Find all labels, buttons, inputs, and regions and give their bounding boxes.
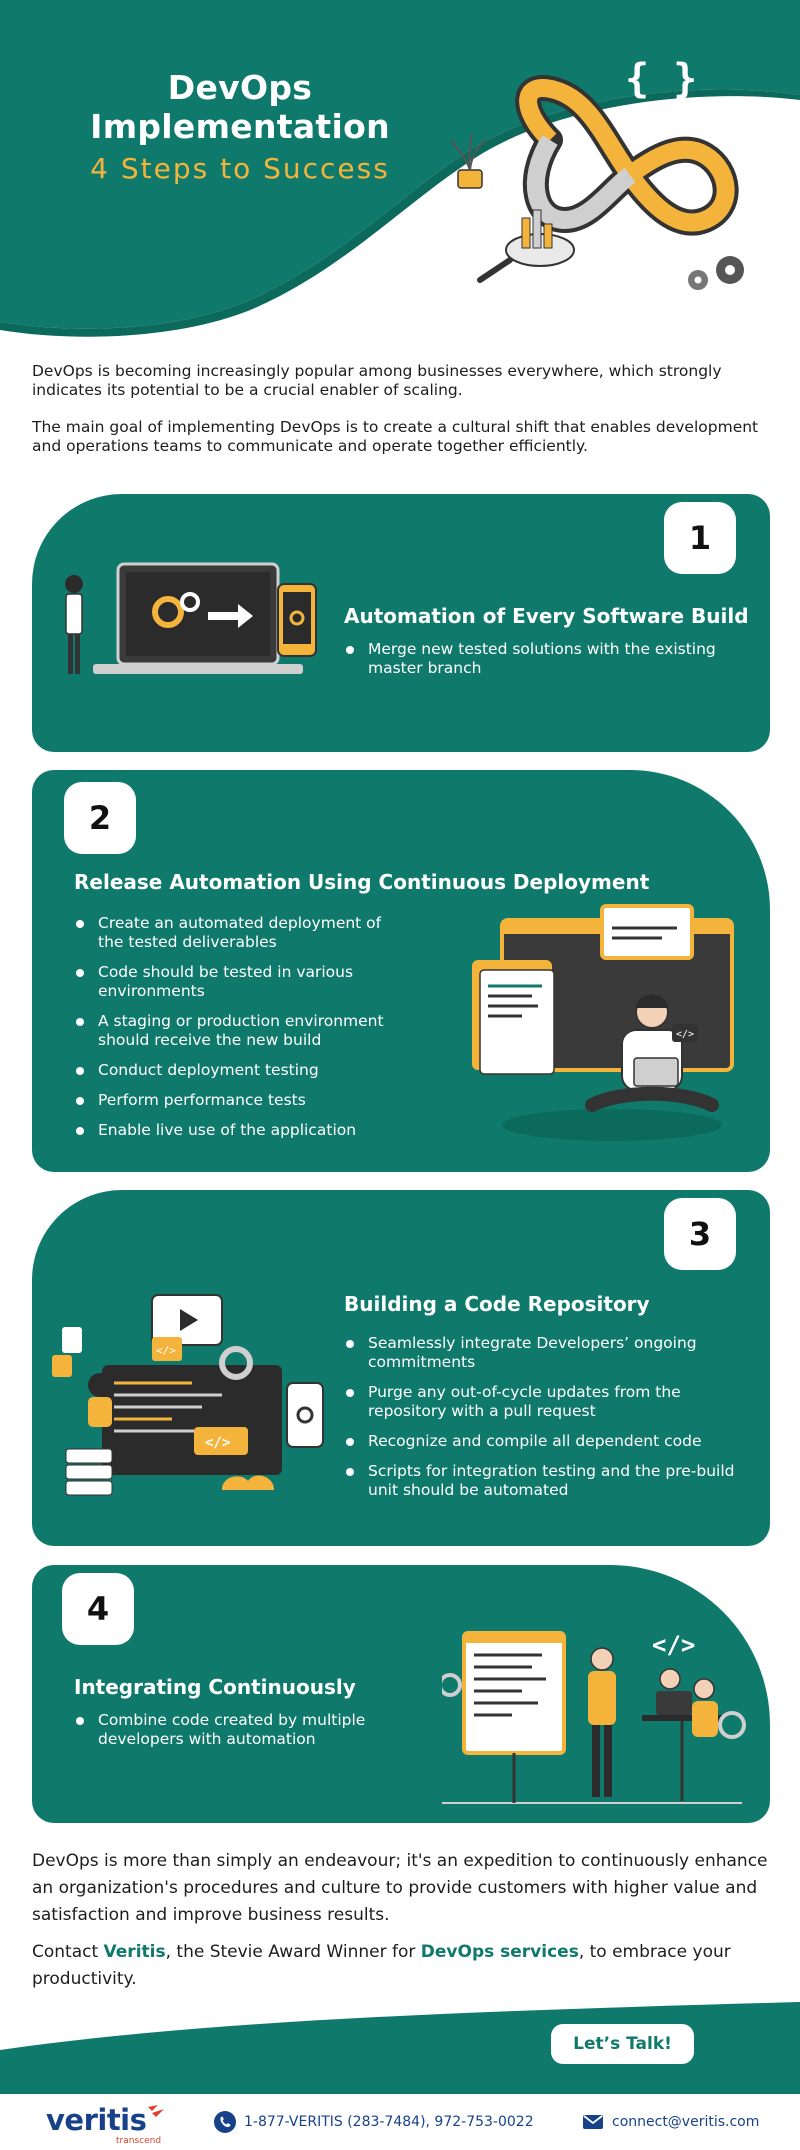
developer-deployment-illustration: </> bbox=[472, 904, 734, 1141]
step-title: Release Automation Using Continuous Depl… bbox=[74, 870, 650, 894]
logo-accent-icon bbox=[148, 2105, 164, 2117]
svg-text:{ }: { } bbox=[625, 56, 697, 102]
contact-suffix: , to embrace your productivity. bbox=[32, 1942, 731, 1989]
page-subtitle: 4 Steps to Success bbox=[90, 152, 390, 185]
gear-icon bbox=[716, 256, 744, 284]
devops-infinity-icon: { } bbox=[451, 56, 744, 290]
step-number-badge: 2 bbox=[64, 782, 136, 854]
email-contact[interactable]: connect@veritis.com bbox=[582, 2111, 759, 2133]
intro-text: DevOps is becoming increasingly popular … bbox=[32, 362, 772, 456]
lets-talk-button[interactable]: Let’s Talk! bbox=[551, 2024, 694, 2064]
team-integration-illustration: </> bbox=[442, 1631, 746, 1804]
code-repository-illustration: </> </> bbox=[52, 1294, 324, 1496]
step-number-badge: 1 bbox=[664, 502, 736, 574]
step-number-badge: 3 bbox=[664, 1198, 736, 1270]
devops-services-link[interactable]: DevOps services bbox=[420, 1942, 579, 1962]
svg-text:</>: </> bbox=[156, 1344, 176, 1357]
list-item: Combine code created by multiple develop… bbox=[74, 1711, 394, 1749]
step-title: Building a Code Repository bbox=[344, 1292, 650, 1316]
logo-tagline: transcend bbox=[116, 2136, 162, 2146]
list-item: Purge any out-of-cycle updates from the … bbox=[344, 1383, 739, 1421]
list-item: Perform performance tests bbox=[74, 1091, 404, 1110]
outro-paragraph-2: Contact Veritis, the Stevie Award Winner… bbox=[32, 1939, 772, 1993]
step-title: Automation of Every Software Build bbox=[344, 604, 749, 628]
list-item: Create an automated deployment of the te… bbox=[74, 914, 404, 952]
phone-contact[interactable]: 1-877-VERITIS (283-7484), 972-753-0022 bbox=[214, 2111, 534, 2133]
step-number-badge: 4 bbox=[62, 1573, 134, 1645]
intro-paragraph-2: The main goal of implementing DevOps is … bbox=[32, 418, 759, 455]
list-item: Scripts for integration testing and the … bbox=[344, 1462, 739, 1500]
step-bullet-list: Merge new tested solutions with the exis… bbox=[344, 640, 744, 689]
step-card-3: 3 </> </> Building a Code R bbox=[32, 1190, 770, 1546]
list-item: Seamlessly integrate Developers’ ongoing… bbox=[344, 1334, 739, 1372]
veritis-logo[interactable]: veritis transcend bbox=[46, 2103, 164, 2146]
step-title: Integrating Continuously bbox=[74, 1675, 356, 1699]
list-item: Merge new tested solutions with the exis… bbox=[344, 640, 744, 678]
svg-text:</>: </> bbox=[676, 1029, 694, 1040]
list-item: Recognize and compile all dependent code bbox=[344, 1432, 739, 1451]
intro-paragraph-1: DevOps is becoming increasingly popular … bbox=[32, 362, 722, 399]
svg-text:</>: </> bbox=[652, 1631, 695, 1659]
outro-paragraph-1: DevOps is more than simply an endeavour;… bbox=[32, 1851, 768, 1925]
footer-contact-bar bbox=[0, 2094, 800, 2150]
phone-number: 1-877-VERITIS (283-7484), 972-753-0022 bbox=[244, 2114, 534, 2130]
list-item: Enable live use of the application bbox=[74, 1121, 404, 1140]
phone-icon bbox=[214, 2111, 236, 2133]
page-title: DevOps Implementation bbox=[90, 68, 390, 146]
step-card-1: 1 Automation of Every Software Build Mer… bbox=[32, 494, 770, 752]
step-card-4: 4 Integrating Continuously Combine code … bbox=[32, 1565, 770, 1823]
email-address: connect@veritis.com bbox=[612, 2114, 760, 2130]
hero-title-block: DevOps Implementation 4 Steps to Success bbox=[30, 68, 450, 185]
contact-prefix: Contact bbox=[32, 1942, 104, 1962]
mail-icon bbox=[583, 2115, 603, 2129]
veritis-link[interactable]: Veritis bbox=[103, 1942, 166, 1962]
list-item: Code should be tested in various environ… bbox=[74, 963, 404, 1001]
step-bullet-list: Create an automated deployment of the te… bbox=[74, 914, 404, 1151]
outro-text: DevOps is more than simply an endeavour;… bbox=[32, 1848, 772, 1993]
laptop-automation-illustration bbox=[65, 562, 317, 674]
step-card-2: 2 Release Automation Using Continuous De… bbox=[32, 770, 770, 1172]
svg-text:</>: </> bbox=[205, 1435, 230, 1451]
header-wave-background bbox=[0, 0, 800, 337]
logo-wordmark: veritis bbox=[46, 2103, 147, 2137]
contact-middle: , the Stevie Award Winner for bbox=[165, 1942, 421, 1962]
step-bullet-list: Combine code created by multiple develop… bbox=[74, 1711, 394, 1760]
list-item: A staging or production environment shou… bbox=[74, 1012, 404, 1050]
step-bullet-list: Seamlessly integrate Developers’ ongoing… bbox=[344, 1334, 739, 1511]
list-item: Conduct deployment testing bbox=[74, 1061, 404, 1080]
